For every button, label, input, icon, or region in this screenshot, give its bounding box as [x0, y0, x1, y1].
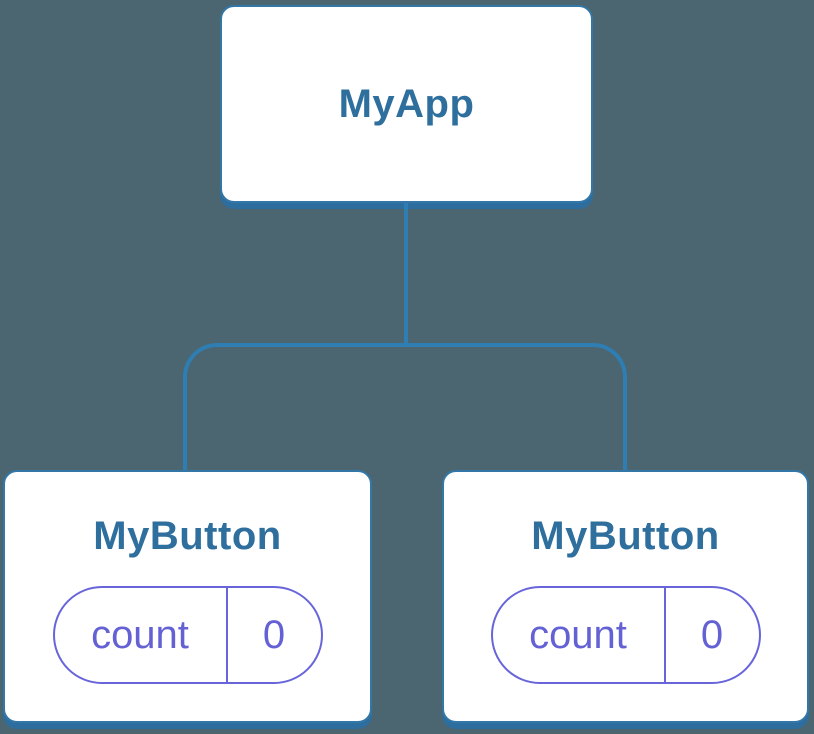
- node-mybutton-left-title: MyButton: [93, 514, 282, 558]
- state-pill-right: count 0: [490, 586, 761, 684]
- state-divider-right: [663, 588, 666, 682]
- node-myapp-title: MyApp: [338, 82, 475, 126]
- state-key-left: count: [91, 612, 189, 657]
- state-value-right: 0: [700, 612, 724, 657]
- connector-stem: [404, 203, 408, 345]
- connector-bracket: [183, 343, 627, 470]
- state-pill-left: count 0: [52, 586, 323, 684]
- node-myapp: MyApp: [220, 5, 593, 203]
- node-mybutton-right-title: MyButton: [531, 514, 720, 558]
- node-mybutton-left: MyButton count 0: [3, 470, 372, 723]
- state-key-right: count: [529, 612, 627, 657]
- state-divider-left: [225, 588, 228, 682]
- node-mybutton-right: MyButton count 0: [442, 470, 809, 723]
- state-value-left: 0: [262, 612, 286, 657]
